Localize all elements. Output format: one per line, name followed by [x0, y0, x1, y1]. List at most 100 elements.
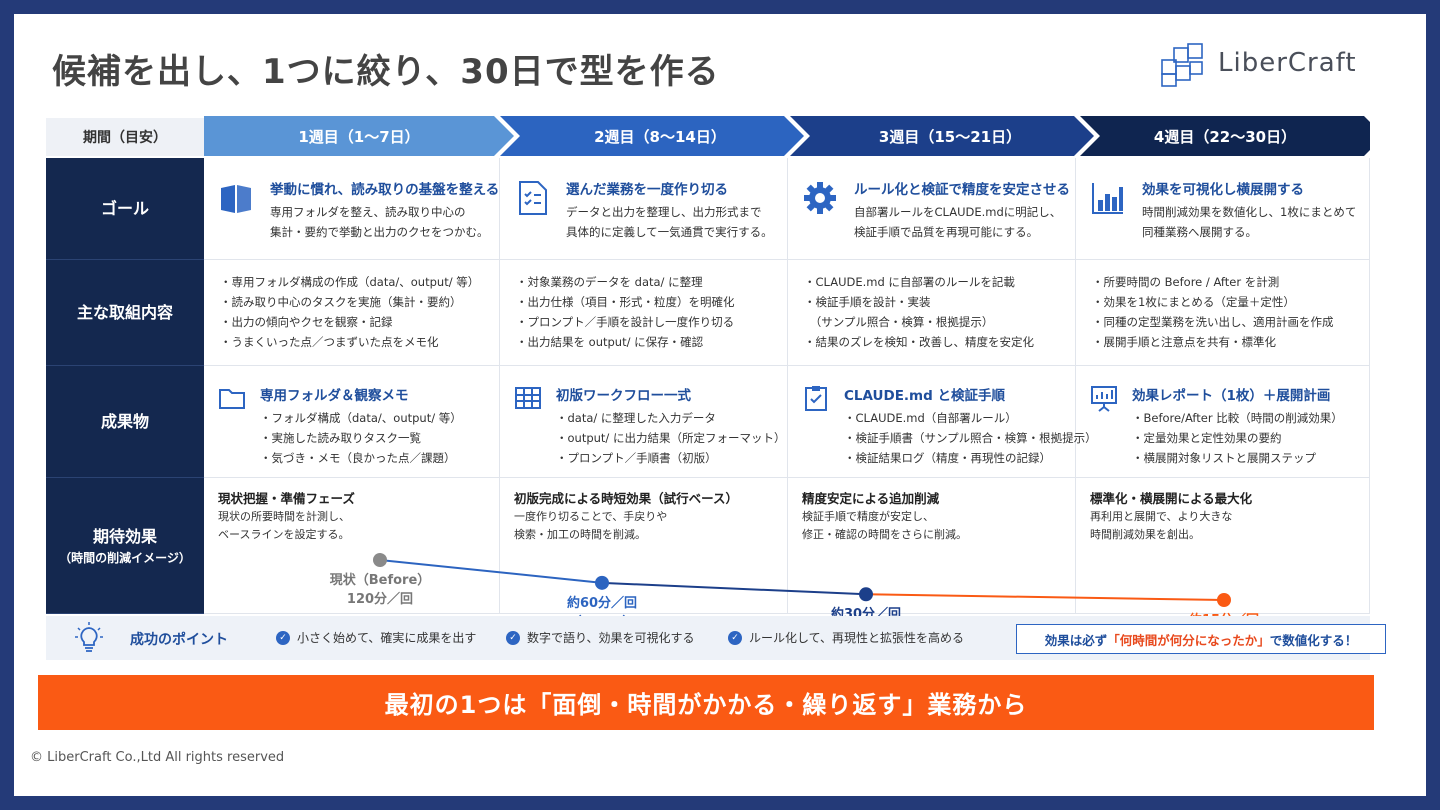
list-item: 対象業務のデータを data/ に整理: [516, 272, 735, 292]
trend-segment: [379, 559, 603, 584]
list-item: 出力の傾向やクセを観察・記録: [220, 312, 479, 332]
list-item: 効果を1枚にまとめる（定量＋定性）: [1092, 292, 1334, 312]
goal-cell-week-1: 挙動に慣れ、読み取りの基盤を整える 専用フォルダを整え、読み取り中心の集計・要約…: [204, 158, 500, 260]
week-3-arrow: [790, 116, 1094, 156]
activities-cell-week-4: 所要時間の Before / After を計測 効果を1枚にまとめる（定量＋定…: [1076, 260, 1370, 366]
week-arrows: [204, 116, 1370, 156]
goal-cell-week-2: 選んだ業務を一度作り切る データと出力を整理し、出力形式まで具体的に定義して一気…: [500, 158, 788, 260]
trend-point: [595, 575, 609, 590]
effect-desc: 一度作り切ることで、手戻りや検索・加工の時間を削減。: [514, 510, 668, 541]
row-header-effect: 期待効果 （時間の削減イメージ）: [46, 478, 204, 614]
list-item: 横展開対象リストと展開ステップ: [1132, 448, 1343, 468]
lightbulb-icon: [75, 622, 103, 652]
list-item: output/ に出力結果（所定フォーマット）: [556, 428, 786, 448]
list-item: 結果のズレを検知・改善し、精度を安定化: [804, 332, 1035, 352]
trend-segment: [865, 593, 1225, 601]
goal-cell-week-3: ルール化と検証で精度を安定させる 自部署ルールをCLAUDE.mdに明記し、検証…: [788, 158, 1076, 260]
effect-cell-week-2: 初版完成による時短効果（試行ベース） 一度作り切ることで、手戻りや検索・加工の時…: [500, 478, 788, 614]
list-item: 出力仕様（項目・形式・粒度）を明確化: [516, 292, 735, 312]
page-title: 候補を出し、1つに絞り、30日で型を作る: [52, 52, 720, 92]
binder-icon: [221, 185, 251, 213]
table-icon: [515, 387, 541, 409]
list-item: 専用フォルダ構成の作成（data/、output/ 等）: [220, 272, 480, 292]
success-point: ✓小さく始めて、確実に成果を出す: [276, 629, 476, 646]
trend-point: [373, 553, 387, 567]
activities-list: CLAUDE.md に自部署のルールを記載 検証手順を設計・実装 （サンプル照合…: [804, 272, 1035, 353]
list-item: CLAUDE.md（自部署ルール）: [844, 408, 1097, 428]
list-item: フォルダ構成（data/、output/ 等）: [260, 408, 462, 428]
activities-list: 対象業務のデータを data/ に整理 出力仕様（項目・形式・粒度）を明確化 プ…: [516, 272, 735, 353]
success-points-bar: 成功のポイント ✓小さく始めて、確実に成果を出す ✓数字で語り、効果を可視化する…: [46, 616, 1386, 660]
deliverable-cell-week-2: 初版ワークフロー一式 data/ に整理した入力データ output/ に出力結…: [500, 366, 788, 478]
week-1-label: 1週目（1〜7日）: [298, 127, 420, 146]
goal-title: 選んだ業務を一度作り切る: [566, 182, 728, 198]
row-header-deliverables: 成果物: [46, 366, 204, 478]
goal-title: 挙動に慣れ、読み取りの基盤を整える: [270, 182, 500, 198]
deliverable-cell-week-1: 専用フォルダ＆観察メモ フォルダ構成（data/、output/ 等） 実施した…: [204, 366, 500, 478]
week-1-arrow: [204, 116, 514, 156]
trend-segment: [601, 581, 867, 596]
logo-text: LiberCraft: [1218, 48, 1357, 78]
presentation-icon: [1091, 386, 1117, 412]
list-item: 気づき・メモ（良かった点／課題）: [260, 448, 462, 468]
success-label: 成功のポイント: [130, 632, 228, 648]
list-item: 検証手順を設計・実装: [804, 292, 1034, 312]
list-item: うまくいった点／つまずいた点をメモ化: [220, 332, 479, 352]
trend-point: [1217, 593, 1231, 607]
success-point: ✓ルール化して、再現性と拡張性を高める: [728, 629, 964, 646]
list-item: 読み取り中心のタスクを実施（集計・要約）: [220, 292, 479, 312]
effect-title: 精度安定による追加削減: [802, 491, 940, 506]
copyright: © LiberCraft Co.,Ltd All rights reserved: [30, 750, 285, 765]
goal-desc: データと出力を整理し、出力形式まで具体的に定義して一気通貫で実行する。: [566, 205, 773, 240]
goal-title: ルール化と検証で精度を安定させる: [854, 182, 1070, 198]
effect-title: 標準化・横展開による最大化: [1090, 491, 1253, 506]
success-point: ✓数字で語り、効果を可視化する: [506, 629, 695, 646]
deliverable-title: CLAUDE.md と検証手順: [844, 388, 1005, 404]
deliverable-cell-week-3: CLAUDE.md と検証手順 CLAUDE.md（自部署ルール） 検証手順書（…: [788, 366, 1097, 478]
goal-title: 効果を可視化し横展開する: [1142, 182, 1304, 198]
checklist-icon: [519, 181, 547, 215]
libercraft-logo: LiberCraft: [1158, 38, 1388, 94]
list-item: （サンプル照合・検算・根拠提示）: [815, 315, 994, 330]
effect-title: 初版完成による時短効果（試行ベース）: [514, 491, 739, 506]
goal-cell-week-4: 効果を可視化し横展開する 時間削減効果を数値化し、1枚にまとめて同種業務へ展開す…: [1076, 158, 1370, 260]
period-header: 期間（目安）: [46, 118, 204, 156]
week-2-arrow: [500, 116, 804, 156]
deliverable-list: フォルダ構成（data/、output/ 等） 実施した読み取りタスク一覧 気づ…: [260, 408, 462, 468]
list-item: 検証結果ログ（精度・再現性の記録）: [844, 448, 1097, 468]
trend-point-label: 現状（Before）120分／回: [329, 573, 431, 607]
clipboard-check-icon: [805, 386, 827, 411]
activities-cell-week-3: CLAUDE.md に自部署のルールを記載 検証手順を設計・実装 （サンプル照合…: [788, 260, 1076, 366]
row-header-activities: 主な取組内容: [46, 260, 204, 366]
check-icon: ✓: [506, 630, 520, 645]
trend-point: [859, 587, 873, 602]
activities-list: 専用フォルダ構成の作成（data/、output/ 等） 読み取り中心のタスクを…: [220, 272, 480, 353]
effect-cell-week-1: 現状把握・準備フェーズ 現状の所要時間を計測し、ベースラインを設定する。: [204, 478, 500, 614]
list-item: CLAUDE.md に自部署のルールを記載: [804, 272, 1034, 292]
deliverable-list: CLAUDE.md（自部署ルール） 検証手順書（サンプル照合・検算・根拠提示） …: [844, 408, 1097, 468]
list-item: 展開手順と注意点を共有・標準化: [1092, 332, 1334, 352]
check-icon: ✓: [728, 630, 742, 645]
folder-icon: [219, 389, 245, 409]
activities-list: 所要時間の Before / After を計測 効果を1枚にまとめる（定量＋定…: [1092, 272, 1334, 353]
quantify-callout: 効果は必ず「何時間が何分になったか」で数値化する！: [1016, 624, 1386, 654]
list-item: 検証手順書（サンプル照合・検算・根拠提示）: [844, 428, 1097, 448]
list-item: data/ に整理した入力データ: [556, 408, 785, 428]
activities-cell-week-2: 対象業務のデータを data/ に整理 出力仕様（項目・形式・粒度）を明確化 プ…: [500, 260, 788, 366]
week-4-label: 4週目（22〜30日）: [1153, 127, 1297, 146]
deliverable-list: Before/After 比較（時間の削減効果） 定量効果と定性効果の要約 横展…: [1132, 408, 1343, 468]
bar-chart-icon: [1092, 183, 1123, 214]
deliverable-cell-week-4: 効果レポート（1枚）＋展開計画 Before/After 比較（時間の削減効果）…: [1076, 366, 1370, 478]
effect-desc: 現状の所要時間を計測し、ベースラインを設定する。: [218, 510, 350, 541]
row-header-goal: ゴール: [46, 158, 204, 260]
goal-desc: 専用フォルダを整え、読み取り中心の集計・要約で挙動と出力のクセをつかむ。: [270, 205, 489, 240]
effect-desc: 再利用と展開で、より大きな時間削減効果を創出。: [1090, 510, 1233, 541]
effect-desc: 検証手順で精度が安定し、修正・確認の時間をさらに削減。: [802, 510, 967, 541]
cube-logo-icon: [1161, 43, 1203, 87]
goal-desc: 自部署ルールをCLAUDE.mdに明記し、検証手順で品質を再現可能にする。: [854, 205, 1062, 240]
list-item: 出力結果を output/ に保存・確認: [516, 332, 735, 352]
time-reduction-chart: [373, 553, 1231, 607]
check-icon: ✓: [276, 630, 290, 645]
deliverable-title: 専用フォルダ＆観察メモ: [260, 388, 409, 404]
effect-cell-week-3: 精度安定による追加削減 検証手順で精度が安定し、修正・確認の時間をさらに削減。: [788, 478, 1076, 614]
